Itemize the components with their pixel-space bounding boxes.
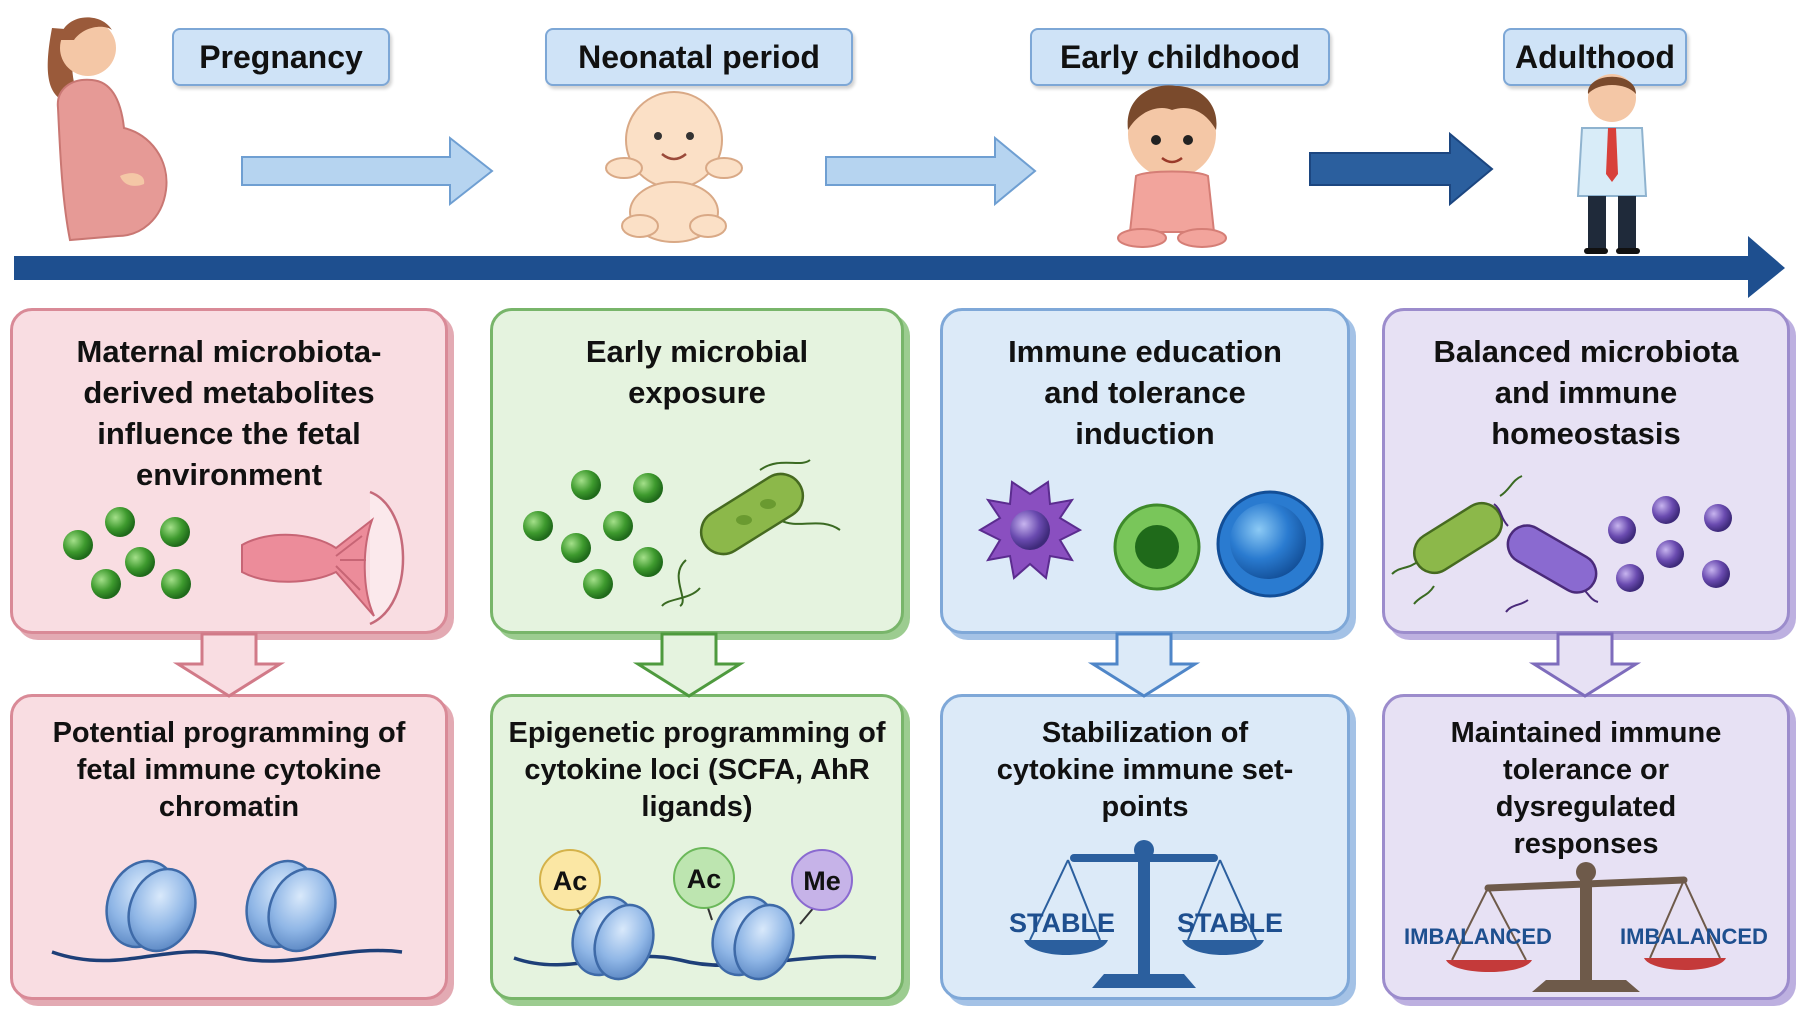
card-neonatal-bottom-title: Epigenetic programming of cytokine loci …	[508, 717, 886, 823]
card-neonatal-top-title: Early microbial exposure	[585, 334, 809, 410]
baby-icon	[605, 91, 743, 243]
timeline-layer	[14, 17, 1785, 298]
card-pregnancy-top: Maternal microbiota-derived metabolites …	[10, 308, 448, 634]
connector-arrow-2	[632, 632, 746, 698]
card-pregnancy-bottom-title: Potential programming of fetal immune cy…	[52, 717, 406, 823]
stage-arrow-1	[241, 135, 494, 207]
card-adulthood-top: Balanced microbiota and immune homeostas…	[1382, 308, 1790, 634]
card-pregnancy-bottom: Potential programming of fetal immune cy…	[10, 694, 448, 1000]
card-childhood-bottom: Stabilization of cytokine immune set-poi…	[940, 694, 1350, 1000]
stage-label-adulthood: Adulthood	[1503, 28, 1687, 86]
adult-man-icon	[1576, 74, 1648, 254]
child-icon	[1117, 85, 1227, 248]
connector-arrow-4	[1528, 632, 1642, 698]
pregnant-woman-icon	[47, 17, 168, 242]
card-childhood-top-title: Immune education and tolerance induction	[1008, 334, 1282, 451]
connector-arrow-1	[172, 632, 286, 698]
card-childhood-bottom-title: Stabilization of cytokine immune set-poi…	[996, 717, 1294, 823]
card-adulthood-bottom-title: Maintained immune tolerance or dysregula…	[1450, 717, 1722, 860]
timeline-arrow	[14, 236, 1785, 298]
stage-arrow-2	[825, 135, 1037, 207]
card-childhood-top: Immune education and tolerance induction	[940, 308, 1350, 634]
stage-label-early-childhood: Early childhood	[1030, 28, 1330, 86]
stage-arrow-3	[1309, 131, 1494, 207]
card-adulthood-top-title: Balanced microbiota and immune homeostas…	[1433, 334, 1739, 451]
connector-arrow-3	[1087, 632, 1201, 698]
card-neonatal-bottom: Epigenetic programming of cytokine loci …	[490, 694, 904, 1000]
stage-label-pregnancy: Pregnancy	[172, 28, 390, 86]
stage-label-neonatal: Neonatal period	[545, 28, 853, 86]
card-adulthood-bottom: Maintained immune tolerance or dysregula…	[1382, 694, 1790, 1000]
card-pregnancy-top-title: Maternal microbiota-derived metabolites …	[76, 334, 382, 492]
card-neonatal-top: Early microbial exposure	[490, 308, 904, 634]
